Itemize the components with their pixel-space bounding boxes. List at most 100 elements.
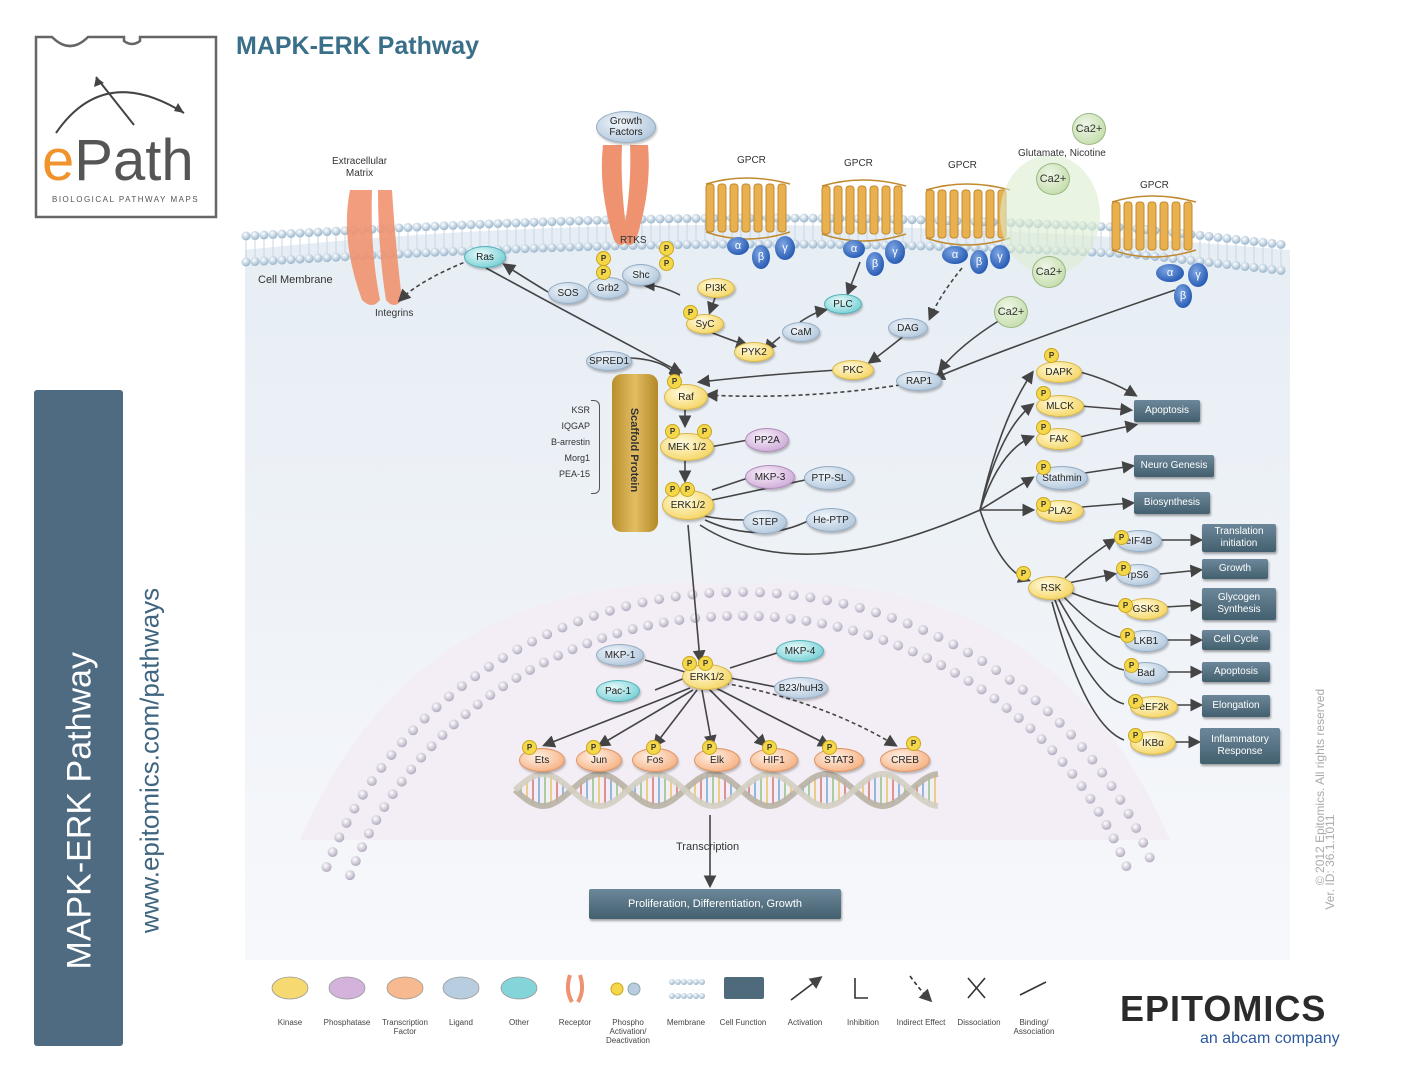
node-pac1[interactable]: Pac-1 (596, 680, 640, 702)
transcription-label: Transcription (676, 841, 740, 853)
phospho-marker: P (680, 482, 695, 497)
node-cam[interactable]: CaM (782, 322, 820, 342)
node-mkp1[interactable]: MKP-1 (596, 644, 644, 666)
node-step[interactable]: STEP (743, 510, 787, 534)
outcome-apoptosis[interactable]: Apoptosis (1134, 400, 1200, 422)
node-elk[interactable]: Elk (694, 748, 740, 772)
scaffold-protein (612, 374, 658, 532)
legend-label: Receptor (558, 1018, 592, 1027)
node-pp2a[interactable]: PP2A (745, 428, 789, 452)
g-alpha: α (727, 237, 749, 255)
scaffold-item: IQGAP (561, 421, 590, 431)
phospho-marker: P (1036, 420, 1051, 435)
node-b23[interactable]: B23/huH3 (774, 677, 828, 699)
phospho-marker: P (522, 740, 537, 755)
integrin-receptor (346, 190, 402, 305)
scaffold-item: B-arrestin (550, 437, 590, 447)
node-grb2[interactable]: Grb2 (588, 277, 628, 299)
legend-swatch (386, 976, 424, 1000)
outcome-cell-cycle[interactable]: Cell Cycle (1202, 630, 1270, 650)
g-beta: β (1174, 284, 1192, 308)
node-syc[interactable]: SyC (686, 314, 724, 334)
outcome-proliferation[interactable]: Proliferation, Differentiation, Growth (589, 889, 841, 919)
node-rap1[interactable]: RAP1 (896, 371, 942, 391)
node-ptpsl[interactable]: PTP-SL (804, 466, 854, 490)
legend-swatch (328, 976, 366, 1000)
scaffold-item: Morg1 (564, 453, 590, 463)
phospho-marker: P (702, 740, 717, 755)
legend-swatch (442, 976, 480, 1000)
outcome-apoptosis-2[interactable]: Apoptosis (1202, 662, 1270, 682)
node-plc[interactable]: PLC (824, 294, 862, 314)
node-pi3k[interactable]: PI3K (697, 278, 735, 298)
cell-membrane-label: Cell Membrane (258, 274, 333, 286)
calcium-ion: Ca2+ (994, 296, 1028, 328)
node-dapk[interactable]: DAPK (1036, 361, 1082, 383)
g-gamma: γ (990, 245, 1010, 269)
phospho-marker: P (697, 424, 712, 439)
legend-label: Phosphatase (323, 1018, 371, 1027)
g-beta: β (866, 252, 884, 276)
g-gamma: γ (1188, 263, 1208, 287)
phospho-marker: P (1044, 348, 1059, 363)
phospho-marker: P (1124, 658, 1139, 673)
outcome-growth[interactable]: Growth (1202, 559, 1268, 579)
node-mlck[interactable]: MLCK (1036, 395, 1084, 417)
phospho-marker: P (698, 656, 713, 671)
g-gamma: γ (885, 240, 905, 264)
legend-phospho (610, 982, 624, 996)
legend-label: Indirect Effect (896, 1018, 946, 1027)
g-alpha: α (843, 240, 865, 258)
outcome-inflammatory[interactable]: Inflammatory Response (1200, 728, 1280, 764)
node-pkc[interactable]: PKC (832, 360, 874, 380)
phospho-marker: P (682, 656, 697, 671)
calcium-ion: Ca2+ (1032, 256, 1066, 288)
g-beta: β (752, 245, 770, 269)
node-rsk[interactable]: RSK (1028, 576, 1074, 600)
epath-wordmark: ePath (42, 128, 194, 193)
node-ras[interactable]: Ras (464, 246, 506, 268)
scaffold-brace (591, 400, 600, 494)
calcium-ion: Ca2+ (1072, 113, 1106, 145)
rtks-label: RTKS (620, 235, 647, 246)
node-ets[interactable]: Ets (519, 748, 565, 772)
node-sos[interactable]: SOS (548, 282, 588, 304)
legend-cell-function (724, 977, 764, 999)
epath-logo: ePath BIOLOGICAL PATHWAY MAPS (34, 33, 218, 219)
phospho-marker: P (665, 424, 680, 439)
phospho-marker: P (822, 740, 837, 755)
node-mkp4[interactable]: MKP-4 (776, 640, 824, 662)
epitomics-logo: EPITOMICS (1120, 988, 1327, 1029)
outcome-elongation[interactable]: Elongation (1202, 695, 1270, 717)
node-dag[interactable]: DAG (888, 318, 928, 338)
phospho-marker: P (1036, 460, 1051, 475)
phospho-marker: P (1016, 566, 1031, 581)
phospho-marker: P (1128, 728, 1143, 743)
phospho-marker: P (659, 241, 674, 256)
page-title: MAPK-ERK Pathway (236, 32, 480, 60)
node-heptp[interactable]: He-PTP (806, 508, 856, 532)
node-stat3[interactable]: STAT3 (814, 748, 864, 772)
node-spred1[interactable]: SPRED1 (586, 351, 632, 371)
node-pyk2[interactable]: PYK2 (734, 342, 774, 362)
extracellular-matrix-label: Extracellular Matrix (332, 156, 388, 179)
outcome-glycogen[interactable]: Glycogen Synthesis (1202, 588, 1276, 620)
outcome-biosynthesis[interactable]: Biosynthesis (1134, 492, 1210, 514)
g-beta: β (970, 250, 988, 274)
phospho-marker: P (1128, 694, 1143, 709)
scaffold-label: Scaffold Protein (628, 407, 640, 493)
node-mkp3[interactable]: MKP-3 (745, 465, 795, 489)
node-shc[interactable]: Shc (622, 264, 660, 286)
legend-swatch (271, 976, 309, 1000)
gpcr-receptor (1111, 195, 1197, 258)
phospho-marker: P (1036, 386, 1051, 401)
outcome-translation[interactable]: Translation initiation (1202, 524, 1276, 552)
outcome-neuro-genesis[interactable]: Neuro Genesis (1134, 455, 1214, 477)
phospho-marker: P (586, 740, 601, 755)
calcium-ion: Ca2+ (1036, 163, 1070, 195)
node-creb[interactable]: CREB (880, 748, 930, 772)
abcam-tagline: an abcam company (1200, 1030, 1340, 1047)
phospho-marker: P (659, 256, 674, 271)
g-alpha: α (942, 246, 968, 264)
phospho-marker: P (665, 482, 680, 497)
